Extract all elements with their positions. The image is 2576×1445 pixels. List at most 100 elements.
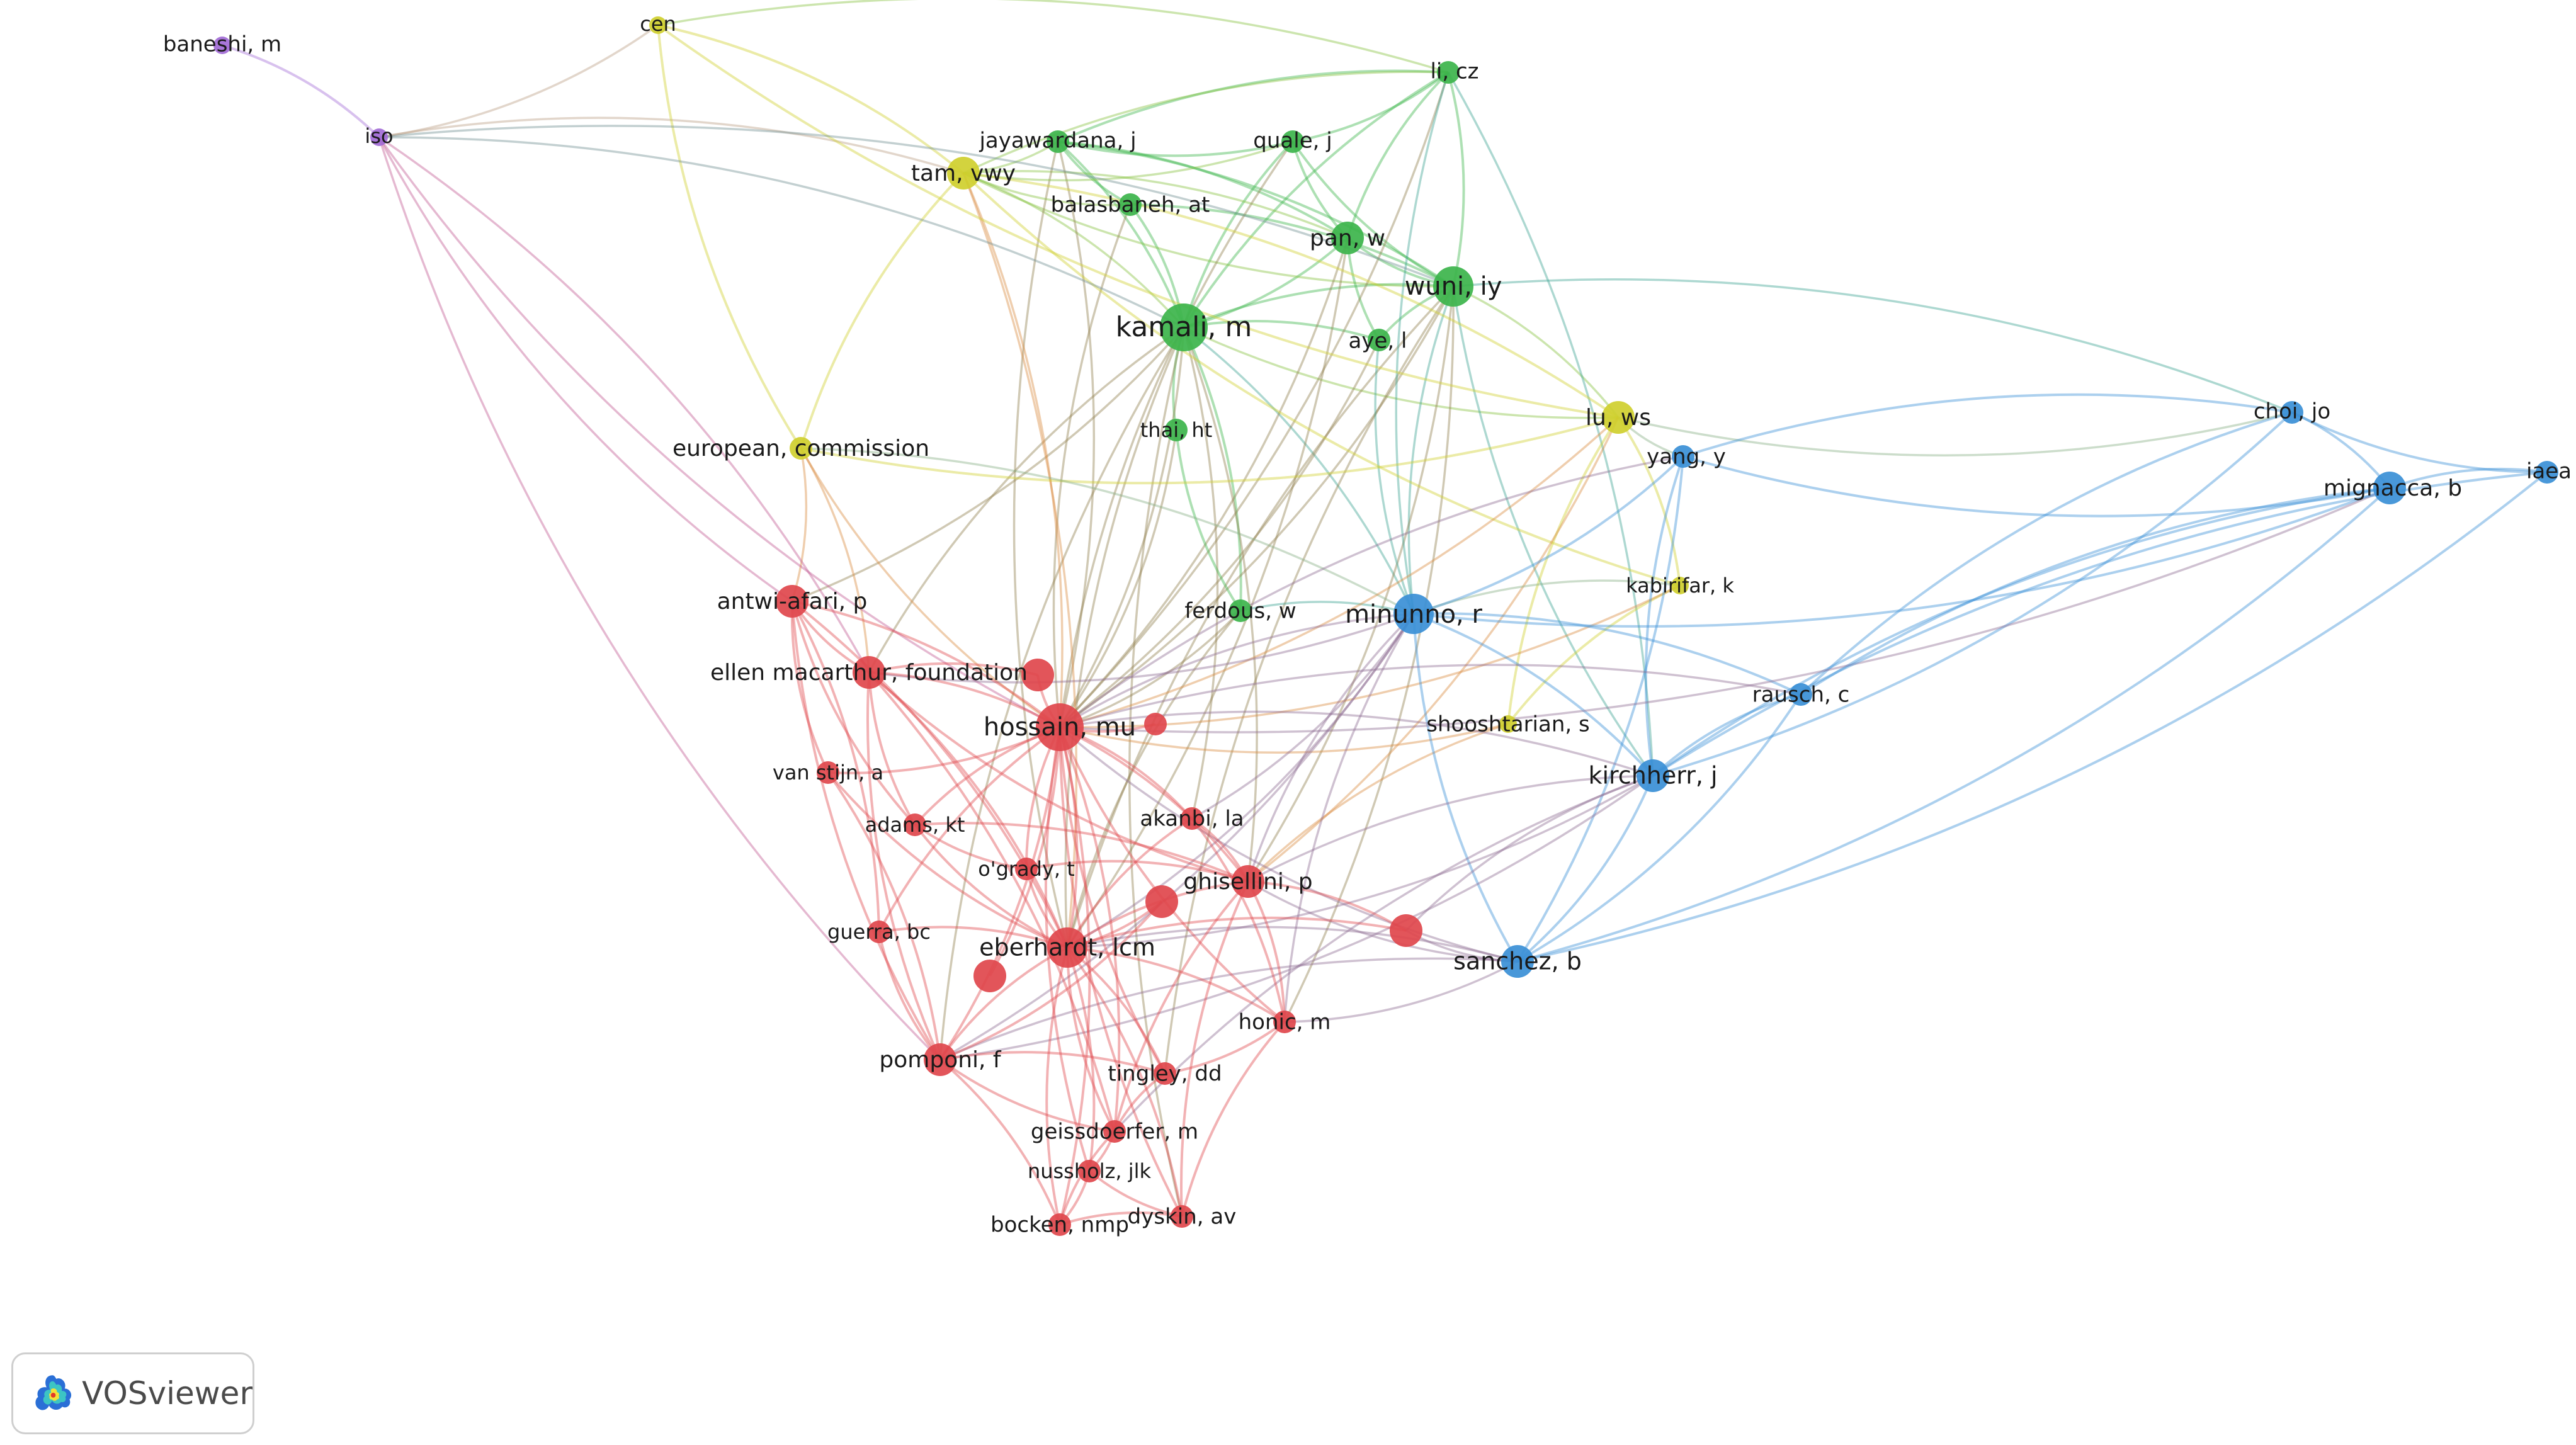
node-label-hossain[interactable]: hossain, mu xyxy=(984,713,1136,742)
node-akanbi[interactable] xyxy=(1181,807,1203,830)
node-label-bocken[interactable]: bocken, nmp xyxy=(990,1213,1129,1238)
node-geissdoerfer[interactable] xyxy=(1103,1120,1126,1143)
node-label-rausch[interactable]: rausch, c xyxy=(1752,683,1850,708)
node-rausch[interactable] xyxy=(1790,683,1812,706)
node-quale[interactable] xyxy=(1281,130,1304,153)
node-label-shooshtarian[interactable]: shooshtarian, s xyxy=(1426,712,1589,737)
node-dyskin[interactable] xyxy=(1171,1205,1193,1228)
node-label-balasbaneh[interactable]: balasbaneh, at xyxy=(1051,193,1210,218)
link-rausch-sanchez xyxy=(1517,693,1802,963)
node-iaea[interactable] xyxy=(2536,461,2558,484)
node-label-guerra[interactable]: guerra, bc xyxy=(827,920,931,944)
node-jayawardana[interactable] xyxy=(1047,130,1069,153)
node-kabirifar[interactable] xyxy=(1671,577,1689,594)
node-bocken[interactable] xyxy=(1048,1213,1071,1236)
node-label-ogrady[interactable]: o'grady, t xyxy=(978,857,1075,881)
node-ogrady[interactable] xyxy=(1015,858,1038,880)
node-label-european[interactable]: european, commission xyxy=(672,436,929,462)
node-kamali[interactable] xyxy=(1160,303,1208,351)
node-r_u2[interactable] xyxy=(1144,713,1167,735)
node-ellen[interactable] xyxy=(853,656,885,689)
node-ghisellini[interactable] xyxy=(1232,865,1264,898)
node-eberhardt[interactable] xyxy=(1047,927,1087,968)
node-label-pomponi[interactable]: pomponi, f xyxy=(879,1047,1002,1073)
node-pan[interactable] xyxy=(1331,222,1364,254)
node-licz[interactable] xyxy=(1437,61,1460,84)
node-label-adams[interactable]: adams, kt xyxy=(865,813,965,837)
link-minunno-mignacca xyxy=(1413,487,2390,628)
node-aye[interactable] xyxy=(1368,329,1390,351)
node-label-iaea[interactable]: iaea xyxy=(2526,459,2572,484)
node-thai[interactable] xyxy=(1165,419,1188,441)
node-label-quale[interactable]: quale, j xyxy=(1253,128,1332,154)
node-choi[interactable] xyxy=(2281,401,2303,424)
node-label-kamali[interactable]: kamali, m xyxy=(1116,311,1252,343)
node-label-wuni[interactable]: wuni, iy xyxy=(1405,272,1502,301)
node-label-cen[interactable]: cen xyxy=(640,12,676,36)
node-label-geissdoerfer[interactable]: geissdoerfer, m xyxy=(1031,1119,1198,1145)
link-honic-dyskin xyxy=(1181,1021,1286,1217)
node-yang[interactable] xyxy=(1672,445,1694,468)
node-sanchez[interactable] xyxy=(1501,945,1534,978)
node-label-dyskin[interactable]: dyskin, av xyxy=(1128,1204,1237,1230)
node-r_u1[interactable] xyxy=(1021,659,1054,691)
node-kirchherr[interactable] xyxy=(1637,759,1669,792)
node-mignacca[interactable] xyxy=(2373,472,2406,504)
node-label-ferdous[interactable]: ferdous, w xyxy=(1184,599,1296,624)
node-label-luws[interactable]: lu, ws xyxy=(1586,405,1651,431)
node-nussholz[interactable] xyxy=(1078,1160,1101,1182)
node-label-choi[interactable]: choi, jo xyxy=(2254,399,2330,424)
node-cen[interactable] xyxy=(649,16,667,34)
node-label-ghisellini[interactable]: ghisellini, p xyxy=(1183,869,1312,895)
node-label-iso[interactable]: iso xyxy=(365,124,393,148)
node-honic[interactable] xyxy=(1273,1011,1296,1033)
link-mignacca-sanchez xyxy=(1517,487,2391,963)
node-label-baneshi[interactable]: baneshi, m xyxy=(163,32,281,57)
node-label-jayawardana[interactable]: jayawardana, j xyxy=(979,128,1136,154)
node-adams[interactable] xyxy=(904,813,926,836)
node-guerra[interactable] xyxy=(868,921,890,943)
node-label-vanstijn[interactable]: van stijn, a xyxy=(773,761,883,785)
node-label-mignacca[interactable]: mignacca, b xyxy=(2324,475,2462,501)
node-label-tingley[interactable]: tingley, dd xyxy=(1108,1062,1222,1087)
node-label-licz[interactable]: li, cz xyxy=(1430,59,1478,84)
node-r_u5[interactable] xyxy=(1390,914,1422,947)
node-label-ellen[interactable]: ellen macarthur, foundation xyxy=(710,660,1028,686)
link-pomponi-geissdoerfer xyxy=(939,1058,1115,1133)
node-r_u4[interactable] xyxy=(1145,885,1178,918)
node-label-antwi[interactable]: antwi-afari, p xyxy=(717,589,868,615)
node-wuni[interactable] xyxy=(1433,266,1473,307)
node-label-tam[interactable]: tam, vwy xyxy=(911,161,1016,186)
node-antwi[interactable] xyxy=(776,585,809,618)
node-label-minunno[interactable]: minunno, r xyxy=(1345,600,1482,629)
node-r_u3[interactable] xyxy=(973,960,1006,992)
node-label-pan[interactable]: pan, w xyxy=(1310,225,1385,251)
node-label-aye[interactable]: aye, l xyxy=(1349,329,1407,354)
node-label-kirchherr[interactable]: kirchherr, j xyxy=(1588,762,1717,790)
node-label-thai[interactable]: thai, ht xyxy=(1140,418,1213,442)
link-mignacca-kirchherr xyxy=(1652,487,2390,777)
node-minunno[interactable] xyxy=(1393,594,1434,634)
link-jayawardana-hossain xyxy=(1057,141,1096,728)
node-ferdous[interactable] xyxy=(1229,599,1252,622)
node-shooshtarian[interactable] xyxy=(1499,715,1517,733)
node-iso[interactable] xyxy=(370,128,388,146)
node-pomponi[interactable] xyxy=(924,1043,956,1076)
node-label-honic[interactable]: honic, m xyxy=(1239,1010,1331,1035)
node-vanstijn[interactable] xyxy=(817,761,839,784)
node-balasbaneh[interactable] xyxy=(1119,193,1142,216)
node-label-sanchez[interactable]: sanchez, b xyxy=(1453,948,1582,975)
node-label-akanbi[interactable]: akanbi, la xyxy=(1140,807,1244,832)
node-hossain[interactable] xyxy=(1036,703,1084,751)
link-ghisellini-geissdoerfer xyxy=(1113,880,1249,1132)
node-label-kabirifar[interactable]: kabirifar, k xyxy=(1626,574,1734,598)
node-tingley[interactable] xyxy=(1154,1062,1176,1085)
node-baneshi[interactable] xyxy=(213,37,231,54)
node-label-yang[interactable]: yang, y xyxy=(1647,445,1726,470)
node-luws[interactable] xyxy=(1602,401,1635,434)
node-tam[interactable] xyxy=(947,157,980,190)
node-european[interactable] xyxy=(790,437,812,460)
node-label-nussholz[interactable]: nussholz, jlk xyxy=(1028,1159,1152,1183)
node-label-eberhardt[interactable]: eberhardt, lcm xyxy=(979,934,1155,961)
